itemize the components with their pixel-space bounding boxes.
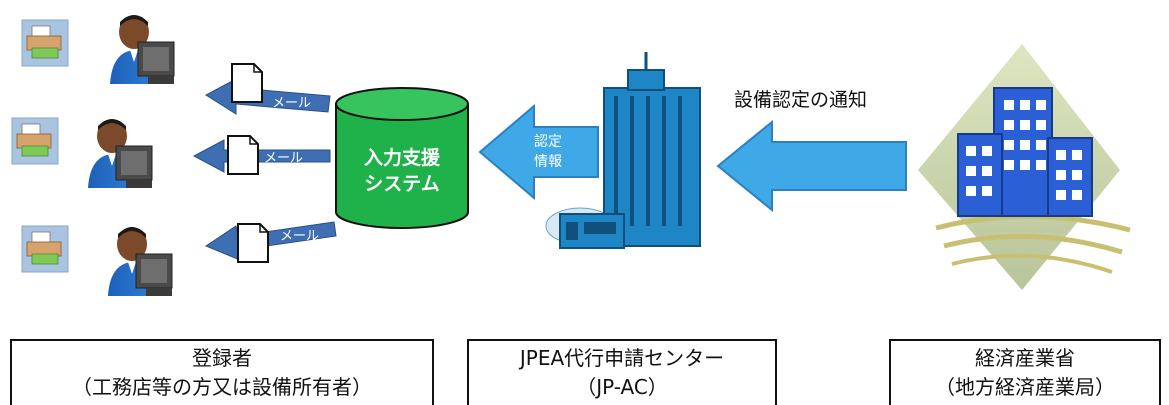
- center-subtitle: （JP-AC）: [576, 375, 668, 399]
- mail-flow-mid: メール: [192, 135, 331, 175]
- ministry-title: 経済産業省: [975, 346, 1075, 370]
- mail-label: メール: [280, 229, 319, 244]
- registrant-title: 登録者: [192, 346, 252, 370]
- user-icon: [87, 118, 153, 189]
- printer-icon: [21, 19, 69, 67]
- document-icon: [231, 63, 263, 103]
- center-building-icon: [545, 52, 701, 249]
- mail-label: メール: [272, 96, 311, 111]
- registrant-subtitle: （工務店等の方又は設備所有者）: [72, 375, 372, 399]
- mail-flow-bottom: メール: [204, 221, 337, 263]
- printer-icon: [21, 225, 69, 273]
- center-box: JPEA代行申請センター （JP-AC）: [467, 339, 777, 405]
- cert-info-line1: 認定: [534, 134, 562, 150]
- printer-icon: [11, 117, 59, 165]
- system-label-line1: 入力支援: [364, 146, 441, 169]
- mail-arrow: [205, 77, 331, 115]
- ministry-box: 経済産業省 （地方経済産業局）: [889, 339, 1161, 405]
- mail-arrow: [192, 139, 331, 173]
- system-label-line2: システム: [364, 173, 439, 195]
- certification-info-arrow: 認定 情報: [478, 103, 599, 201]
- user-icon: [109, 14, 175, 85]
- notice-label: 設備認定の通知: [734, 89, 867, 111]
- input-support-system: 入力支援 システム: [335, 87, 469, 229]
- mail-label: メール: [264, 151, 303, 166]
- document-icon: [237, 223, 269, 263]
- ministry-subtitle: （地方経済産業局）: [935, 375, 1115, 399]
- registrant-box: 登録者 （工務店等の方又は設備所有者）: [10, 339, 434, 405]
- document-icon: [227, 135, 259, 175]
- mail-flow-top: メール: [205, 63, 331, 115]
- user-icon: [107, 226, 173, 297]
- user-group: [11, 14, 175, 297]
- ministry-building-icon: [918, 44, 1131, 290]
- center-title: JPEA代行申請センター: [519, 346, 725, 370]
- notice-arrow: 設備認定の通知: [716, 89, 907, 213]
- cert-info-line2: 情報: [534, 154, 562, 170]
